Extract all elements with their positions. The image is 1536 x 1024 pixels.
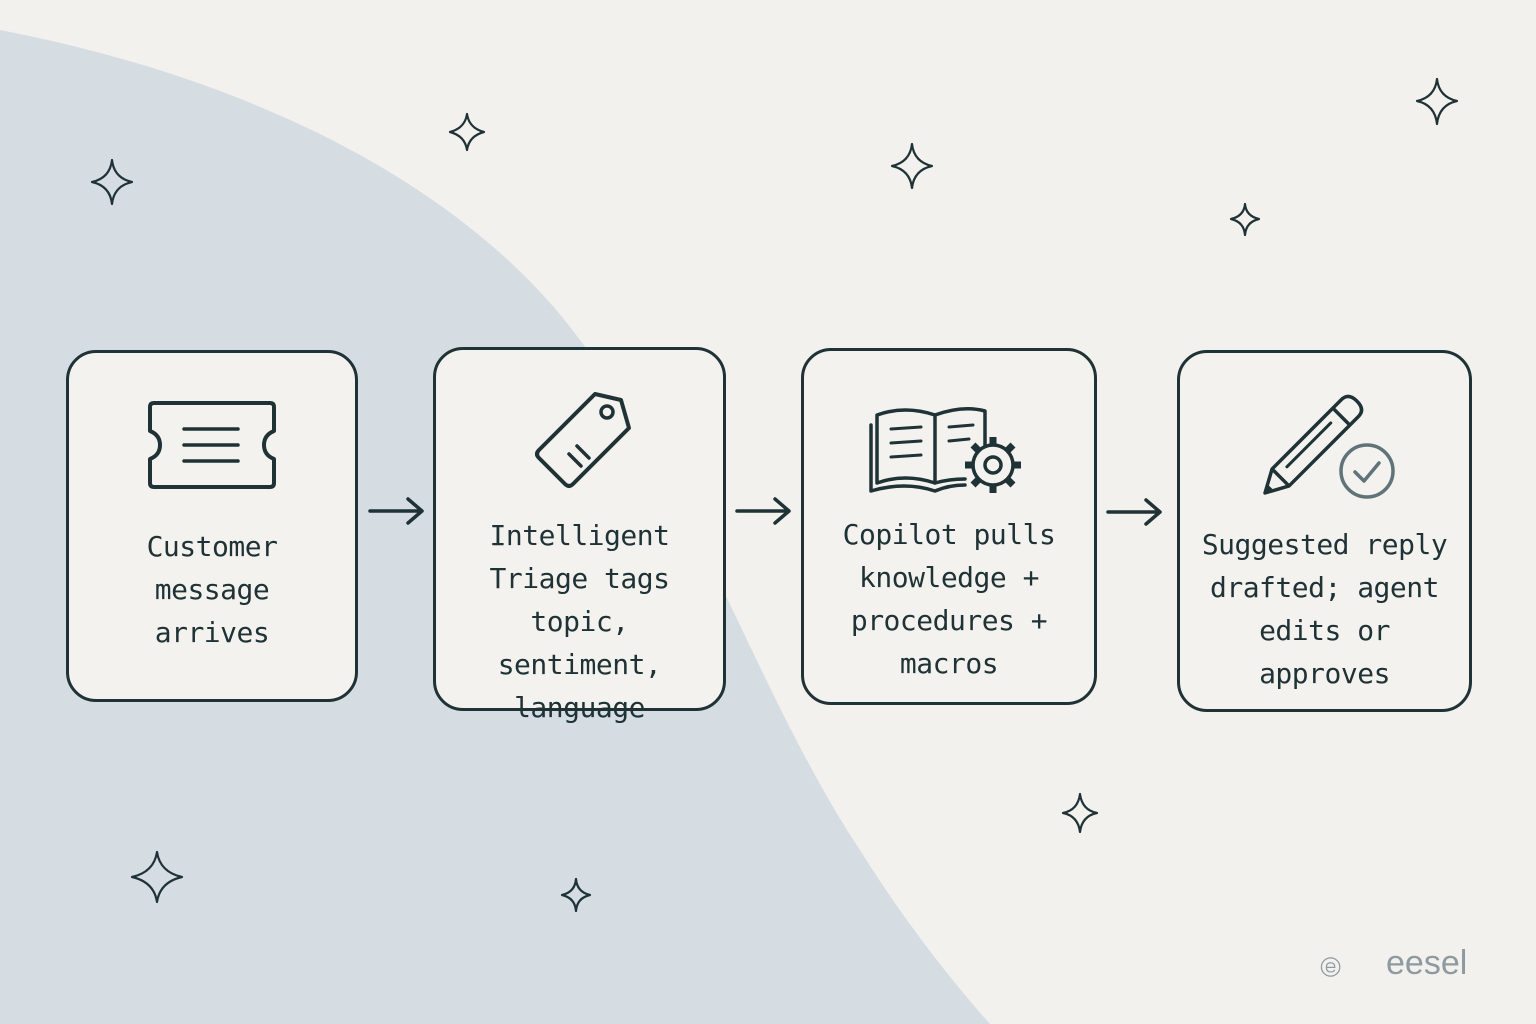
sparkle-icon [1061,792,1099,834]
brand-name: eesel [1386,944,1468,982]
sparkle-icon [130,850,184,904]
step-label: Suggested reply drafted; agent edits or … [1201,528,1448,690]
sparkle-icon [90,158,134,206]
pencil-check-icon [1262,394,1395,499]
step-label: Intelligent Triage tags topic, sentiment… [489,519,670,724]
tag-icon [534,392,631,488]
sparkle-icon [448,112,486,152]
arrow-right-icon [1106,498,1162,526]
pencil-icon [1262,394,1363,495]
step-card-copilot: Copilot pulls knowledge + procedures + m… [801,348,1097,705]
check-circle-icon [1338,443,1395,499]
sparkle-icon [1415,77,1459,126]
sparkles [90,77,1459,913]
sparkle-icon [890,142,934,190]
step-label: Customer message arrives [146,530,278,649]
arrow-right-icon [735,497,791,525]
step-card-customer-message: Customer message arrives [66,350,358,702]
step-card-suggested-reply: Suggested reply drafted; agent edits or … [1177,350,1472,712]
arrow-right-icon [368,497,424,525]
sparkle-icon [1229,202,1261,237]
ticket-icon [148,401,276,489]
gear-icon [965,437,1021,493]
step-label: Copilot pulls knowledge + procedures + m… [842,518,1056,680]
sparkle-icon [560,877,592,913]
book-gear-icon [869,407,1021,493]
step-card-intelligent-triage: Intelligent Triage tags topic, sentiment… [433,347,726,724]
eesel-logo-icon [1320,957,1341,977]
